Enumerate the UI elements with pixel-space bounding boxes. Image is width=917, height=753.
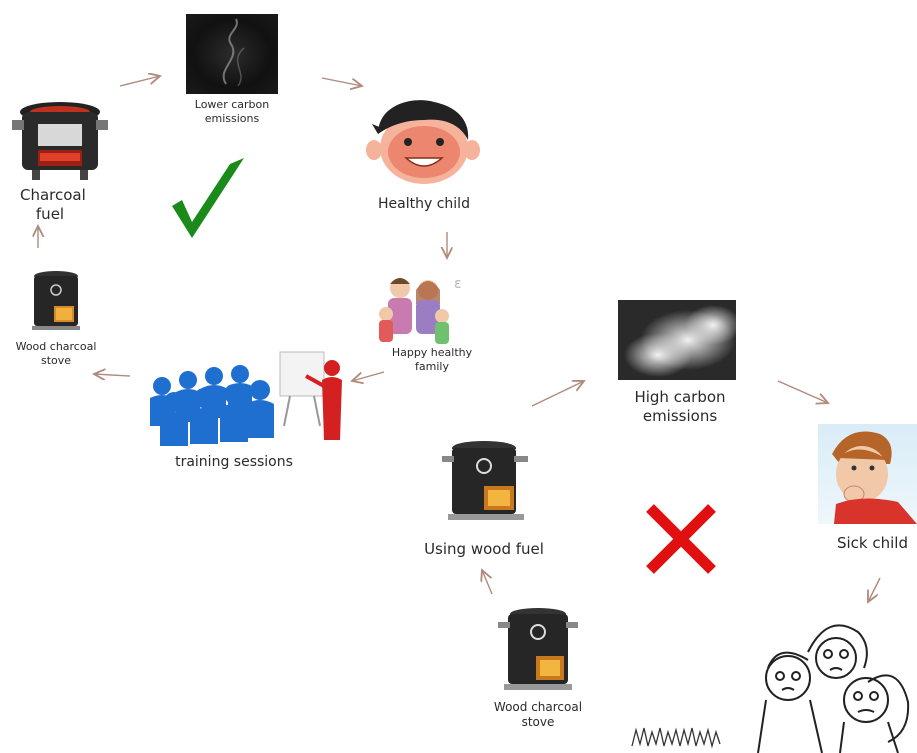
healthy-child-label: Healthy child — [378, 196, 470, 212]
arrow-stove-to-wood — [482, 570, 493, 595]
wood-charcoal-stove-bottom-label: Wood charcoal stove — [493, 700, 583, 729]
arrow-lower-to-healthy — [321, 77, 362, 86]
sick-child-icon — [818, 424, 917, 524]
smoke-icon — [186, 14, 278, 94]
arrow-wood-to-high — [531, 381, 584, 407]
arrow-high-to-sick — [777, 380, 828, 403]
family-icon: ε — [379, 276, 462, 344]
sick-family-icon — [757, 624, 910, 753]
heavy-smoke-icon — [618, 300, 741, 380]
checkmark-icon — [172, 158, 244, 238]
wood-charcoal-stove-left-label: Wood charcoal stove — [15, 340, 97, 367]
wood-stove-icon — [32, 271, 80, 330]
charcoal-stove-icon — [12, 102, 108, 180]
training-sessions-label: training sessions — [175, 454, 293, 470]
wood-stove-icon — [498, 608, 578, 690]
charcoal-fuel-label: Charcoal fuel — [20, 186, 86, 223]
sick-child-label: Sick child — [836, 534, 908, 552]
arrow-family-to-training — [352, 371, 385, 381]
lower-carbon-label: Lower carbon emissions — [194, 98, 270, 125]
training-icon — [150, 351, 342, 446]
arrow-training-to-stove — [94, 374, 131, 376]
wood-stove-icon — [442, 441, 528, 520]
high-carbon-label: High carbon emissions — [634, 388, 726, 425]
arrow-sick-to-family — [868, 577, 881, 602]
scribble-decoration — [631, 727, 721, 749]
using-wood-fuel-label: Using wood fuel — [424, 540, 544, 558]
cross-icon — [646, 504, 716, 574]
healthy-child-icon — [366, 100, 480, 184]
arrow-fuel-to-lower — [119, 76, 160, 87]
svg-text:ε: ε — [454, 276, 462, 292]
happy-family-label: Happy healthy family — [391, 346, 473, 373]
